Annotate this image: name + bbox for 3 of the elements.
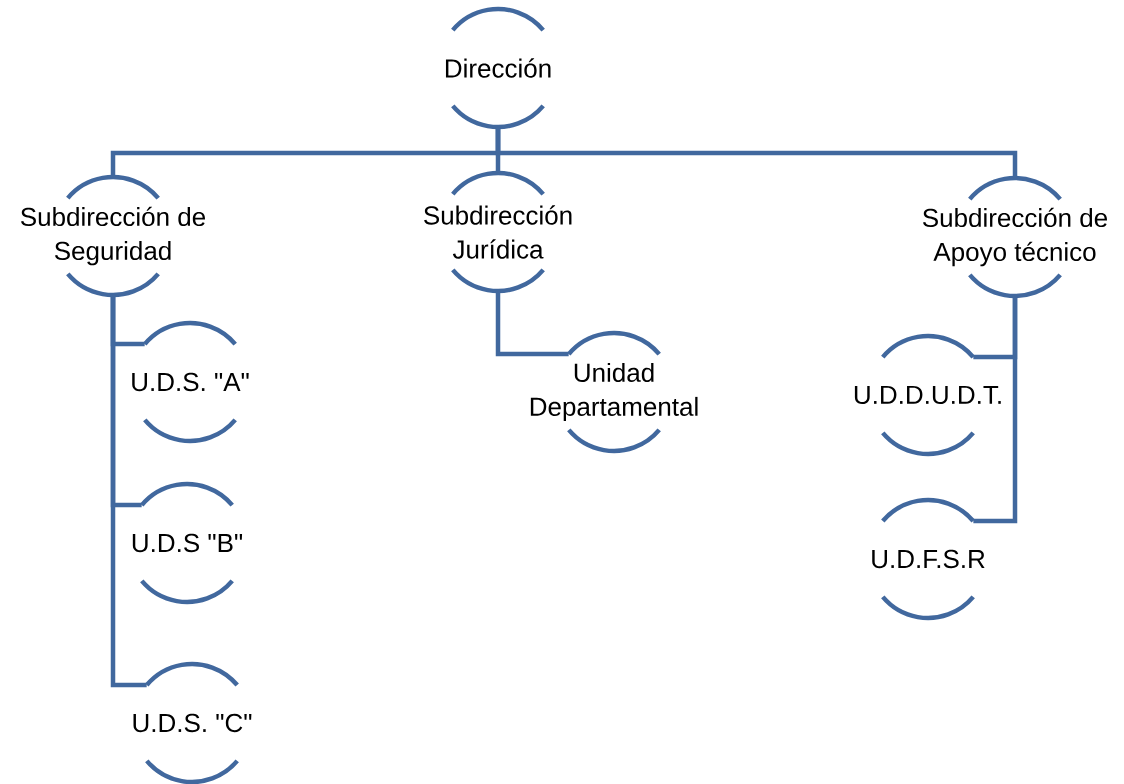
connector-line	[495, 291, 569, 357]
connector-line	[973, 296, 1018, 524]
connector-line	[495, 127, 1018, 178]
